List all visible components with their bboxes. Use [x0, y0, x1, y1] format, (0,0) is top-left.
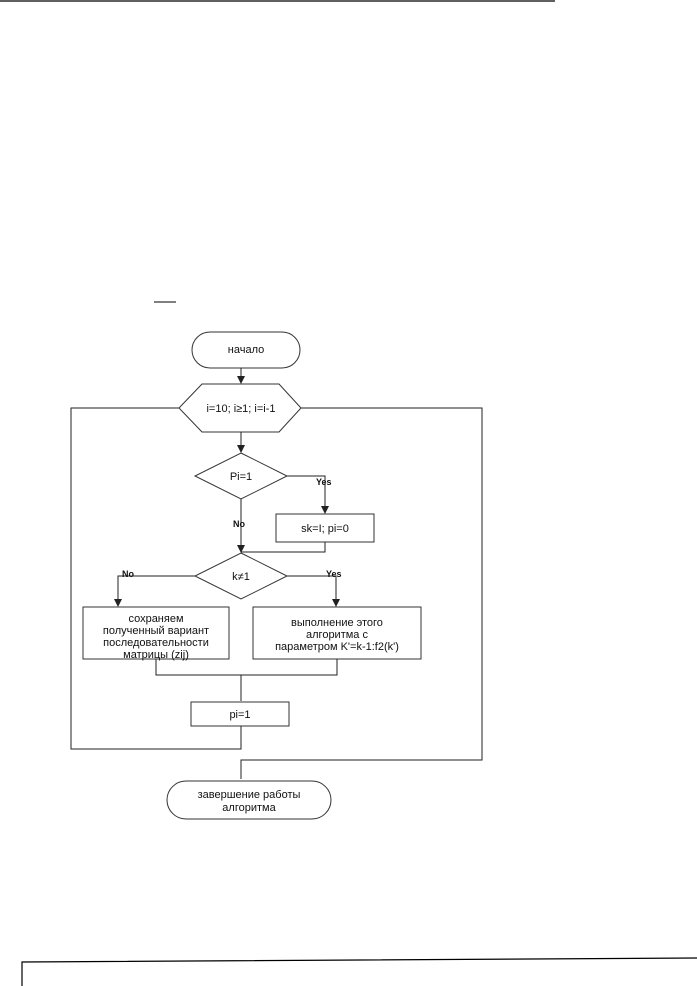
save-line-4: матрицы (zij) [123, 649, 189, 661]
no1-label: No [233, 519, 245, 529]
loop-back-line [70, 407, 242, 750]
end-line-2: алгоритма [222, 802, 276, 814]
exec-line-1: выполнение этого [291, 617, 383, 629]
arrow-yes2 [287, 575, 340, 607]
save-line-3: последовательности [103, 637, 209, 649]
assign-sk-label: sk=I; pi=0 [301, 523, 349, 535]
assign-pi-box [190, 701, 290, 727]
merge-line-boxes [155, 659, 338, 676]
loop-exit-line [240, 407, 483, 779]
end-terminal [166, 780, 332, 820]
assign-sk-box [275, 513, 375, 543]
exec-line-3: параметром K'=k-1:f2(k') [275, 641, 399, 653]
arrow-yes1 [287, 475, 329, 514]
no2-label: No [122, 569, 134, 579]
save-line-2: полученный вариант [103, 625, 209, 637]
end-line-1: завершение работы [198, 789, 301, 801]
loop-label: i=10; i≥1; i=i-1 [206, 403, 275, 415]
decision-k-diamond [193, 552, 289, 600]
assign-pi-label: pi=1 [229, 709, 250, 721]
save-line-1: сохраняем [128, 613, 183, 625]
merge-line-assign1 [241, 542, 326, 553]
yes2-label: Yes [326, 569, 342, 579]
exec-line-2: алгоритма с [306, 629, 368, 641]
start-label: начало [228, 344, 264, 356]
yes1-label: Yes [316, 477, 332, 487]
decision-k-label: k≠1 [232, 571, 250, 583]
decision-pi-label: Pi=1 [230, 471, 252, 483]
bottom-frame [21, 957, 697, 986]
arrow-no2 [114, 575, 195, 607]
save-sequence-box [82, 606, 230, 660]
start-terminal [191, 331, 301, 369]
